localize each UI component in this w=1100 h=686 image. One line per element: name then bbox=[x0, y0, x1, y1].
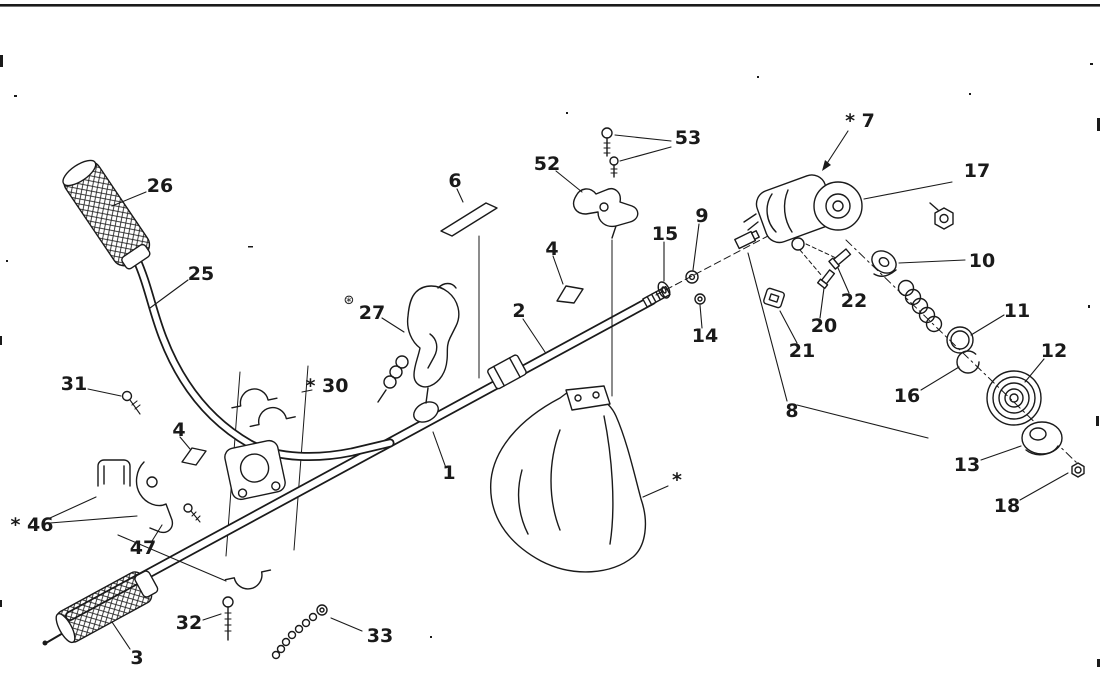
throttle-assembly-27 bbox=[377, 282, 460, 423]
callout-22: 22 bbox=[841, 290, 867, 312]
callout-3: 3 bbox=[130, 647, 143, 669]
decal-6 bbox=[440, 202, 498, 379]
spring bbox=[897, 279, 943, 333]
arrowhead-7 bbox=[822, 160, 831, 171]
callout-13: 13 bbox=[954, 454, 980, 476]
callout-52: 52 bbox=[534, 153, 560, 175]
gear-head-7 bbox=[743, 174, 863, 251]
callout-10: 10 bbox=[969, 250, 995, 272]
screw-31 bbox=[121, 390, 141, 415]
set-screws-22-20 bbox=[799, 243, 852, 290]
callout-31: 31 bbox=[61, 373, 87, 395]
callout-6: 6 bbox=[448, 170, 461, 192]
screws-53 bbox=[601, 127, 619, 178]
callout-32: 32 bbox=[176, 612, 202, 634]
ball-chain-33 bbox=[271, 604, 328, 660]
callout-20: 20 bbox=[811, 315, 837, 337]
callout-14: 14 bbox=[692, 325, 718, 347]
callout-9: 9 bbox=[695, 205, 708, 227]
callout-26: 26 bbox=[147, 175, 173, 197]
callout-46: * 46 bbox=[11, 514, 54, 536]
callout-4-mid: 4 bbox=[545, 238, 558, 260]
callout-21: 21 bbox=[789, 340, 815, 362]
callout-25: 25 bbox=[188, 263, 214, 285]
callout-labels: 26 25 31 * 30 4 * 46 47 3 32 33 ⊛ 27 6 5… bbox=[11, 110, 1068, 669]
cup-washer-10 bbox=[871, 250, 897, 277]
clamp-wedge-4 bbox=[181, 447, 207, 466]
callout-8: 8 bbox=[785, 400, 798, 422]
callout-18: 18 bbox=[994, 495, 1020, 517]
handle-grip-26 bbox=[62, 159, 151, 270]
bracket-46-47 bbox=[97, 459, 201, 534]
callout-2: 2 bbox=[512, 300, 525, 322]
cable-guide-52 bbox=[572, 188, 639, 397]
clamp-set-30 bbox=[224, 388, 296, 590]
callout-30: * 30 bbox=[306, 375, 349, 397]
handlebar-tube bbox=[131, 253, 395, 461]
bolt-17 bbox=[929, 202, 954, 230]
nut-18 bbox=[1071, 462, 1085, 478]
callout-guard-asterisk: * bbox=[672, 469, 682, 491]
spacer-4 bbox=[556, 285, 584, 304]
callout-12: 12 bbox=[1041, 340, 1067, 362]
screw-32 bbox=[222, 596, 234, 641]
callout-1: 1 bbox=[442, 462, 455, 484]
callout-7: * 7 bbox=[845, 110, 875, 132]
callout-4-left: 4 bbox=[172, 419, 185, 441]
head-axis bbox=[845, 239, 1085, 478]
callout-17: 17 bbox=[964, 160, 990, 182]
leader-lines bbox=[49, 130, 1069, 650]
callout-11: 11 bbox=[1004, 300, 1030, 322]
spool-12 bbox=[986, 370, 1042, 426]
callout-15: 15 bbox=[652, 223, 678, 245]
clip-21 bbox=[763, 287, 785, 309]
callout-27: 27 bbox=[359, 302, 385, 324]
shaft-grip-3 bbox=[55, 570, 159, 644]
page-border-marks bbox=[0, 4, 1100, 667]
callout-33: 33 bbox=[367, 625, 393, 647]
callout-53: 53 bbox=[675, 127, 701, 149]
callout-47: 47 bbox=[130, 537, 156, 559]
input-axis-parts bbox=[655, 230, 769, 305]
callout-16: 16 bbox=[894, 385, 920, 407]
debris-guard bbox=[489, 385, 647, 573]
cap-13 bbox=[1021, 421, 1063, 456]
callout-27-mark: ⊛ bbox=[344, 293, 355, 308]
